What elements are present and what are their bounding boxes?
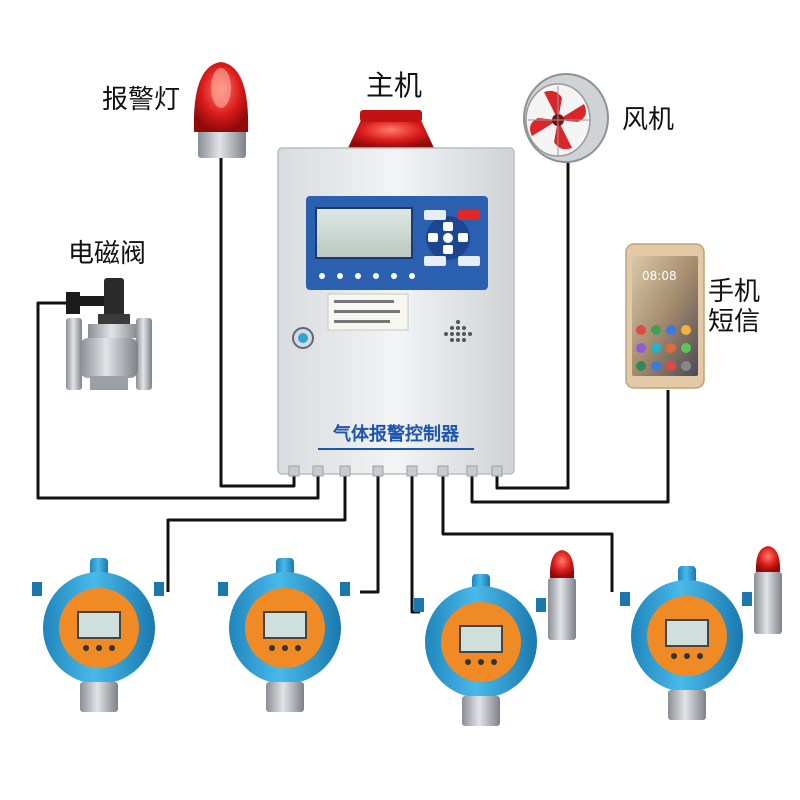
label-solenoid-valve: 电磁阀: [68, 239, 147, 269]
speaker-grille: [444, 320, 472, 342]
wire-detector-4: [441, 474, 614, 592]
exit-button[interactable]: [458, 256, 480, 266]
confirm-button[interactable]: [424, 256, 446, 266]
wire-detector-1: [166, 474, 347, 592]
mute-button[interactable]: [458, 210, 480, 220]
controller-brand-text: 气体报警控制器: [332, 423, 460, 445]
label-fan: 风机: [622, 105, 675, 135]
detector-4-beacon: [754, 546, 782, 634]
cable-glands: [288, 465, 503, 477]
host-beacon: [348, 110, 434, 148]
key-switch[interactable]: [292, 327, 314, 349]
alarm-light: [193, 62, 249, 158]
label-alarm-light: 报警灯: [102, 85, 181, 115]
wire-fan: [495, 160, 570, 490]
label-sms-line2: 短信: [708, 307, 761, 337]
wire-detector-3: [410, 474, 420, 614]
wire-phone: [470, 390, 670, 504]
mobile-phone: 08:08: [625, 243, 705, 389]
wire-detector-2: [360, 474, 380, 594]
wire-alarm-light: [219, 158, 296, 488]
phone-time: 08:08: [642, 269, 677, 283]
label-sms-line1: 手机: [708, 277, 761, 307]
gas-detector-3: [414, 550, 576, 726]
lcd-display: [315, 207, 413, 259]
fan: [523, 73, 609, 163]
wires: [36, 158, 670, 614]
gas-detector-4: [620, 546, 782, 720]
gas-detector-1: [32, 558, 164, 712]
wire-valve: [36, 301, 320, 500]
gas-detector-2: [218, 558, 350, 712]
solenoid-valve: [66, 278, 152, 390]
label-host: 主机: [366, 69, 423, 102]
gas-alarm-controller: 气体报警控制器: [277, 147, 515, 477]
reset-button[interactable]: [424, 210, 446, 220]
detector-3-beacon: [548, 550, 576, 640]
indicator-row: [319, 273, 415, 279]
phone-app-icons: [636, 325, 691, 371]
navigation-keypad[interactable]: [426, 216, 470, 260]
